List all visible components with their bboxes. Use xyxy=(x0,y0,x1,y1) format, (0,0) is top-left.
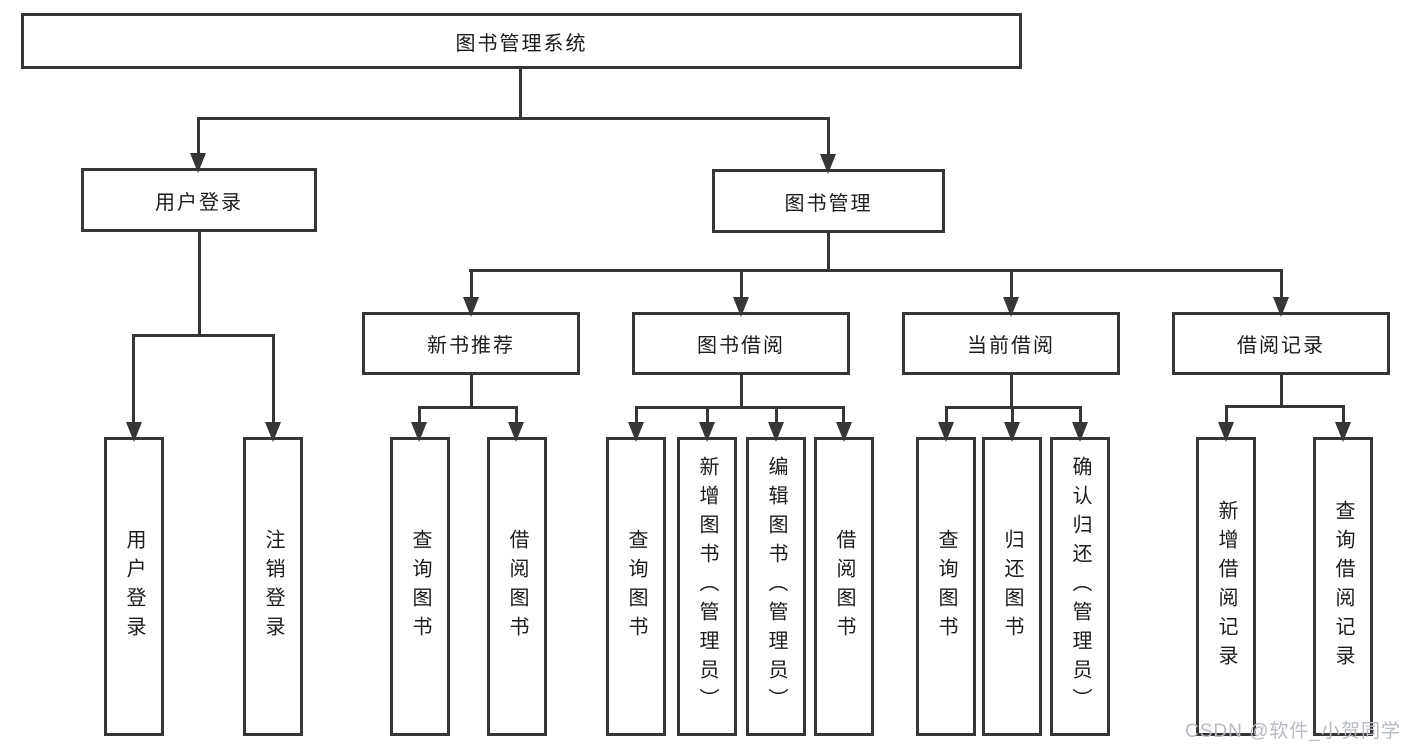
connector-root-branch xyxy=(197,117,830,120)
connector-to-user-login xyxy=(197,117,200,168)
leaf-borrow-query-book: 查询图书 xyxy=(606,437,666,736)
connector-to-leaf xyxy=(1342,405,1345,437)
connector-new-books-stem xyxy=(470,375,473,407)
arrowhead xyxy=(126,422,142,442)
arrowhead xyxy=(411,422,427,442)
arrowhead xyxy=(1003,297,1019,317)
arrowhead xyxy=(733,297,749,317)
leaf-borrow-borrow-book: 借阅图书 xyxy=(814,437,874,736)
connector-to-leaf xyxy=(842,406,845,437)
leaf-current-return-book: 归还图书 xyxy=(982,437,1042,736)
node-new-book-recommendation: 新书推荐 xyxy=(362,312,580,375)
arrowhead xyxy=(1273,297,1289,317)
node-borrowing-records: 借阅记录 xyxy=(1172,312,1390,375)
node-user-login: 用户登录 xyxy=(81,168,317,232)
connector-to-leaf xyxy=(1011,406,1014,437)
arrowhead xyxy=(190,153,206,173)
leaf-records-query-record: 查询借阅记录 xyxy=(1313,437,1373,736)
connector-new-books-branch xyxy=(418,406,518,409)
connector-root-stem xyxy=(519,69,522,118)
arrowhead xyxy=(508,422,524,442)
leaf-user-login: 用户登录 xyxy=(104,437,164,736)
arrowhead xyxy=(836,422,852,442)
arrowhead xyxy=(1004,422,1020,442)
connector-to-leaf xyxy=(635,406,638,437)
connector-to-leaf xyxy=(706,406,709,437)
connector-to-borrow-records xyxy=(1280,269,1283,313)
arrowhead xyxy=(1218,422,1234,442)
arrowhead xyxy=(938,422,954,442)
node-book-management: 图书管理 xyxy=(712,169,945,233)
node-root: 图书管理系统 xyxy=(21,13,1022,69)
leaf-records-add-record: 新增借阅记录 xyxy=(1196,437,1256,736)
watermark-text: CSDN @软件_小贺同学 xyxy=(1185,721,1401,742)
connector-to-current-borrow xyxy=(1010,269,1013,313)
leaf-newbooks-query-book: 查询图书 xyxy=(390,437,450,736)
connector-to-leaf xyxy=(1079,406,1082,437)
connector-to-book-borrow xyxy=(740,269,743,313)
connector-book-management-branch xyxy=(469,269,1283,272)
connector-user-login-branch xyxy=(132,334,274,337)
connector-book-management-stem xyxy=(827,233,830,270)
arrowhead xyxy=(1335,422,1351,442)
connector-to-new-books xyxy=(470,269,473,313)
connector-to-leaf xyxy=(1225,405,1228,437)
node-current-borrowing: 当前借阅 xyxy=(902,312,1120,375)
connector-book-borrow-branch xyxy=(635,406,844,409)
leaf-borrow-edit-book-admin: 编辑图书（管理员） xyxy=(746,437,806,736)
arrowhead xyxy=(628,422,644,442)
leaf-current-confirm-return-admin: 确认归还（管理员） xyxy=(1050,437,1110,736)
arrowhead xyxy=(1072,422,1088,442)
connector-to-leaf xyxy=(775,406,778,437)
connector-borrow-records-stem xyxy=(1280,375,1283,406)
connector-to-leaf xyxy=(132,334,135,437)
connector-current-borrow-stem xyxy=(1010,375,1013,407)
leaf-newbooks-borrow-book: 借阅图书 xyxy=(487,437,547,736)
connector-to-leaf xyxy=(945,406,948,437)
leaf-current-query-book: 查询图书 xyxy=(916,437,976,736)
connector-borrow-records-branch xyxy=(1225,405,1345,408)
leaf-logout: 注销登录 xyxy=(243,437,303,736)
connector-to-leaf xyxy=(272,334,275,437)
connector-to-book-management xyxy=(827,117,830,169)
arrowhead xyxy=(768,422,784,442)
connector-to-leaf xyxy=(515,406,518,437)
arrowhead xyxy=(820,154,836,174)
connector-to-leaf xyxy=(418,406,421,437)
connector-book-borrow-stem xyxy=(740,375,743,407)
node-book-borrowing: 图书借阅 xyxy=(632,312,850,375)
arrowhead xyxy=(699,422,715,442)
connector-user-login-stem xyxy=(198,232,201,336)
arrowhead xyxy=(265,422,281,442)
arrowhead xyxy=(463,297,479,317)
leaf-borrow-add-book-admin: 新增图书（管理员） xyxy=(677,437,737,736)
